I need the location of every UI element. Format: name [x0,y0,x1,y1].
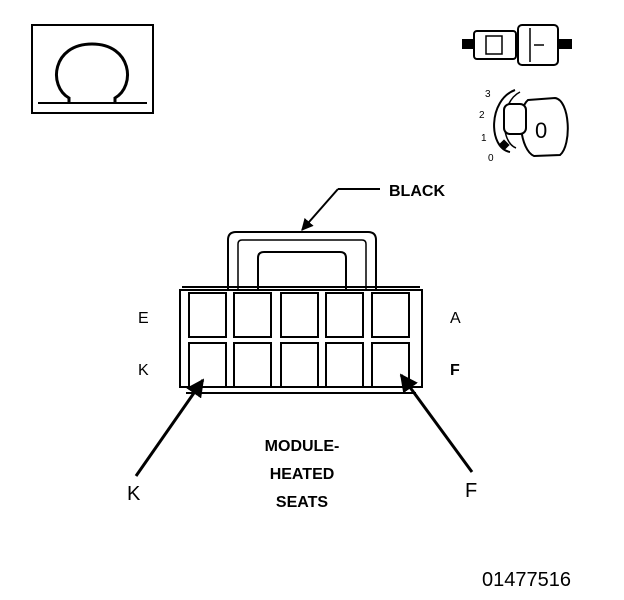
connector-title-line2: HEATED [270,466,335,483]
row-label-top-left: E [138,310,149,327]
connector-title-line1: MODULE- [265,438,340,455]
connector-disconnect-icon [462,24,572,66]
cavity-bottom-1 [188,342,227,388]
ohm-symbol-icon [31,24,154,114]
ignition-key-position: 0 [535,118,547,143]
probe-arrow-right [399,373,474,473]
connector-body [179,231,423,394]
ignition-pos-3: 3 [485,89,491,100]
ignition-pos-1: 1 [481,133,487,144]
ignition-pos-2: 2 [479,110,485,121]
figure-id: 01477516 [482,569,571,591]
connector-color-label: BLACK [389,183,445,200]
cavity-top-5 [371,292,410,338]
row-label-bottom-left: K [138,362,149,379]
row-label-bottom-right: F [450,362,460,379]
row-label-top-right: A [450,310,461,327]
probe-arrow-left [134,378,205,477]
ignition-pos-0: 0 [488,153,494,164]
cavity-top-1 [188,292,227,338]
cavity-top-2 [233,292,272,338]
cavity-bottom-3 [280,342,319,388]
probe-label-right: F [465,480,477,502]
probe-label-left: K [127,483,141,505]
ignition-key-icon: 3 2 1 0 0 [479,89,569,164]
cavity-bottom-2 [233,342,272,388]
color-leader [301,188,380,231]
cavity-bottom-4 [325,342,364,388]
connector-title-line3: SEATS [276,494,328,511]
cavity-top-4 [325,292,364,338]
cavity-top-3 [280,292,319,338]
connector-cavities [188,292,410,388]
